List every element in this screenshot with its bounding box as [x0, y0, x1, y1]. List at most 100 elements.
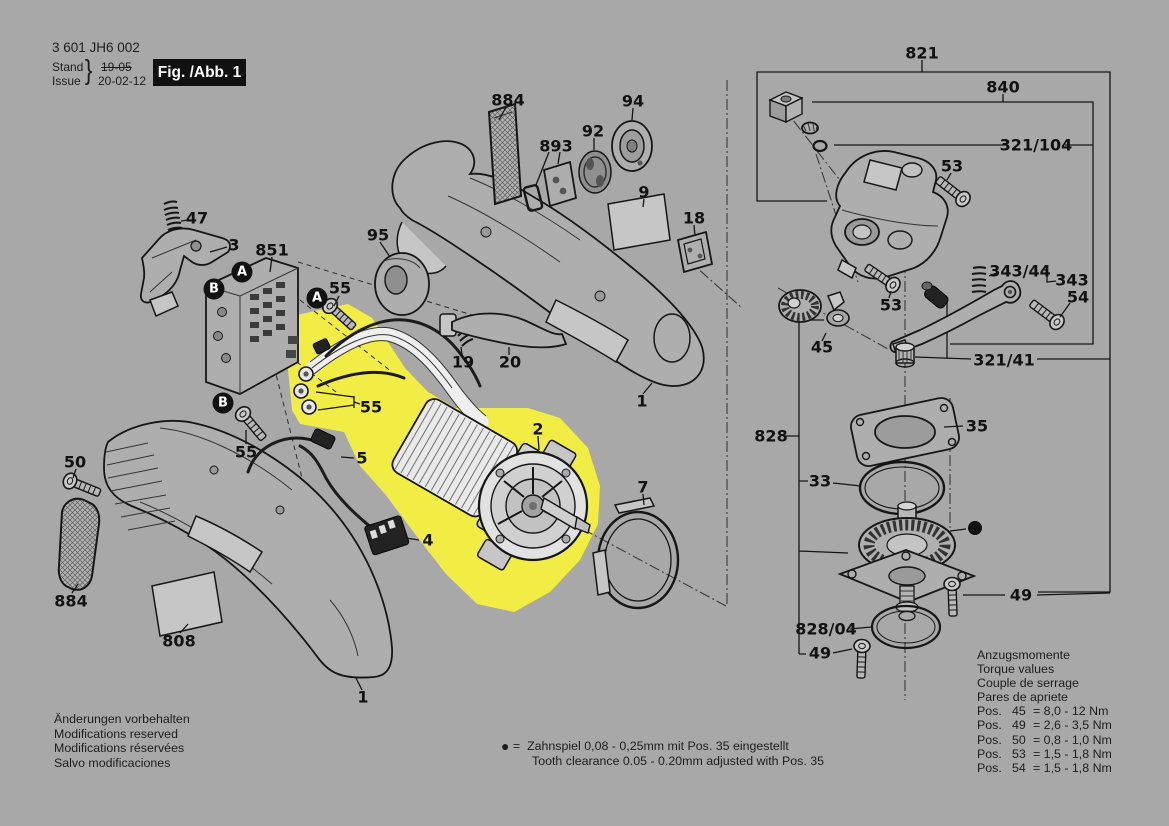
- part-number-label: 18: [683, 209, 705, 228]
- part-number-label: 92: [582, 122, 604, 141]
- part-number-label: 2: [532, 420, 543, 439]
- part-number-label: 20: [499, 353, 521, 372]
- note-line-1: ● = Zahnspiel 0,08 - 0,25mm mit Pos. 35 …: [501, 738, 789, 754]
- housing-lower-1: [103, 420, 393, 679]
- torque-row: Pos.49= 2,6 - 3,5 Nm: [977, 718, 1112, 733]
- part-number-label: 45: [811, 338, 833, 357]
- part-number-label: 55: [235, 443, 257, 462]
- brush-parts-893: [522, 160, 578, 212]
- footer-line: Modifications reserved: [54, 726, 178, 741]
- footer-line: Änderungen vorbehalten: [54, 712, 190, 726]
- rubber-plug: [921, 281, 949, 309]
- grill-884-top: [487, 102, 523, 206]
- part-number-label: 54: [1067, 288, 1089, 307]
- torque-row: Pos.53= 1,5 - 1,8 Nm: [977, 746, 1112, 761]
- torque-heading: Pares de apriete: [977, 690, 1068, 705]
- knurled-washer: [801, 121, 819, 135]
- stand-label: Stand: [52, 60, 84, 74]
- bearing-cap-94: [611, 120, 653, 172]
- part-number-label: 1: [357, 688, 368, 707]
- leader-lines: [71, 106, 1071, 691]
- spring-47: [163, 200, 183, 231]
- housing-upper-1: [391, 140, 705, 387]
- grip-pad-884-left: [57, 497, 101, 591]
- tooth-clearance-dot: [968, 521, 982, 535]
- part-number-label: 321/41: [973, 351, 1035, 370]
- part-number-label: 55: [329, 279, 351, 298]
- torque-row: Pos.54= 1,5 - 1,8 Nm: [977, 760, 1112, 775]
- label-plate-808: [151, 571, 223, 637]
- gear-housing: [830, 150, 949, 280]
- part-number-label: 5: [356, 449, 367, 468]
- figure-number-box: Fig. /Abb. 1: [153, 59, 246, 86]
- tooth-clearance-note: ● = Zahnspiel 0,08 - 0,25mm mit Pos. 35 …: [501, 739, 824, 769]
- part-number-label: 840: [986, 78, 1019, 97]
- document-part-number: 3 601 JH6 002: [52, 40, 140, 55]
- part-number-label: 828/04: [795, 620, 857, 639]
- part-number-label: 19: [452, 353, 474, 372]
- label-plate-9: [607, 193, 671, 251]
- footer-line: Modifications réservées: [54, 741, 185, 756]
- reference-letter: A: [312, 291, 322, 306]
- part-number-label: 884: [54, 592, 87, 611]
- motor-2: [391, 398, 591, 571]
- reference-letter: A: [237, 265, 247, 280]
- torque-heading: Couple de serrage: [977, 676, 1079, 691]
- part-number-label: 49: [809, 644, 831, 663]
- switch-lever-20: [439, 312, 568, 349]
- stand-value-struck: 19-05: [101, 60, 132, 74]
- collar-ring-95: [374, 252, 430, 316]
- part-number-label: 884: [491, 91, 524, 110]
- part-number-label: 4: [422, 531, 433, 550]
- bearing-sleeve-321-41: [895, 342, 915, 368]
- o-ring-321-104: [812, 139, 828, 153]
- gasket-plate-35: [850, 397, 960, 467]
- reference-letter: B: [209, 282, 219, 297]
- part-number-label: 95: [367, 226, 389, 245]
- part-number-label: 343: [1055, 271, 1088, 290]
- cable-4: [298, 444, 410, 556]
- torque-heading: Anzugsmomente: [977, 648, 1070, 662]
- brush-plate-92: [578, 150, 612, 194]
- part-number-label: 3: [228, 236, 239, 255]
- torque-row: Pos.50= 0,8 - 1,0 Nm: [977, 732, 1112, 747]
- stand-issue-brace: }: [84, 54, 93, 85]
- modifications-reserved-block: Änderungen vorbehalten Modifications res…: [54, 712, 190, 770]
- reference-letter: B: [218, 396, 228, 411]
- clip-18: [676, 230, 714, 274]
- part-number-label: 321/104: [1000, 136, 1073, 155]
- note-line-2: Tooth clearance 0.05 - 0.20mm adjusted w…: [532, 754, 825, 768]
- part-number-label: 821: [905, 44, 938, 63]
- torque-values-block: Anzugsmomente Torque values Couple de se…: [977, 648, 1112, 775]
- part-number-label: 49: [1010, 586, 1032, 605]
- wiring-harness-55: [293, 318, 489, 429]
- switch-trigger-3: [139, 227, 231, 318]
- part-number-label: 7: [637, 478, 648, 497]
- issue-label: Issue: [52, 74, 81, 88]
- part-number-label: 343/44: [989, 262, 1051, 281]
- spring-343-44: [971, 266, 987, 293]
- cable-5: [246, 428, 336, 474]
- part-number-label: 893: [539, 137, 572, 156]
- part-number-label: 53: [880, 296, 902, 315]
- part-number-label: 47: [186, 209, 208, 228]
- o-ring-828-04: [870, 604, 942, 650]
- part-number-label: 33: [809, 472, 831, 491]
- motor-shaft: [540, 496, 579, 531]
- part-number-label: 35: [966, 417, 988, 436]
- note-bullet: ●: [501, 738, 510, 754]
- part-number-label: 53: [941, 157, 963, 176]
- electronics-module-851: [205, 257, 299, 395]
- reference-letter-circle: [231, 261, 253, 283]
- harness-terminals: [293, 366, 317, 415]
- part-number-label: 1: [636, 392, 647, 411]
- part-number-label: 50: [64, 453, 86, 472]
- part-number-label: 828: [754, 427, 787, 446]
- slide-switch-block: [768, 91, 804, 124]
- reference-letter-circle: [203, 278, 225, 300]
- part-number-label: 9: [638, 183, 649, 202]
